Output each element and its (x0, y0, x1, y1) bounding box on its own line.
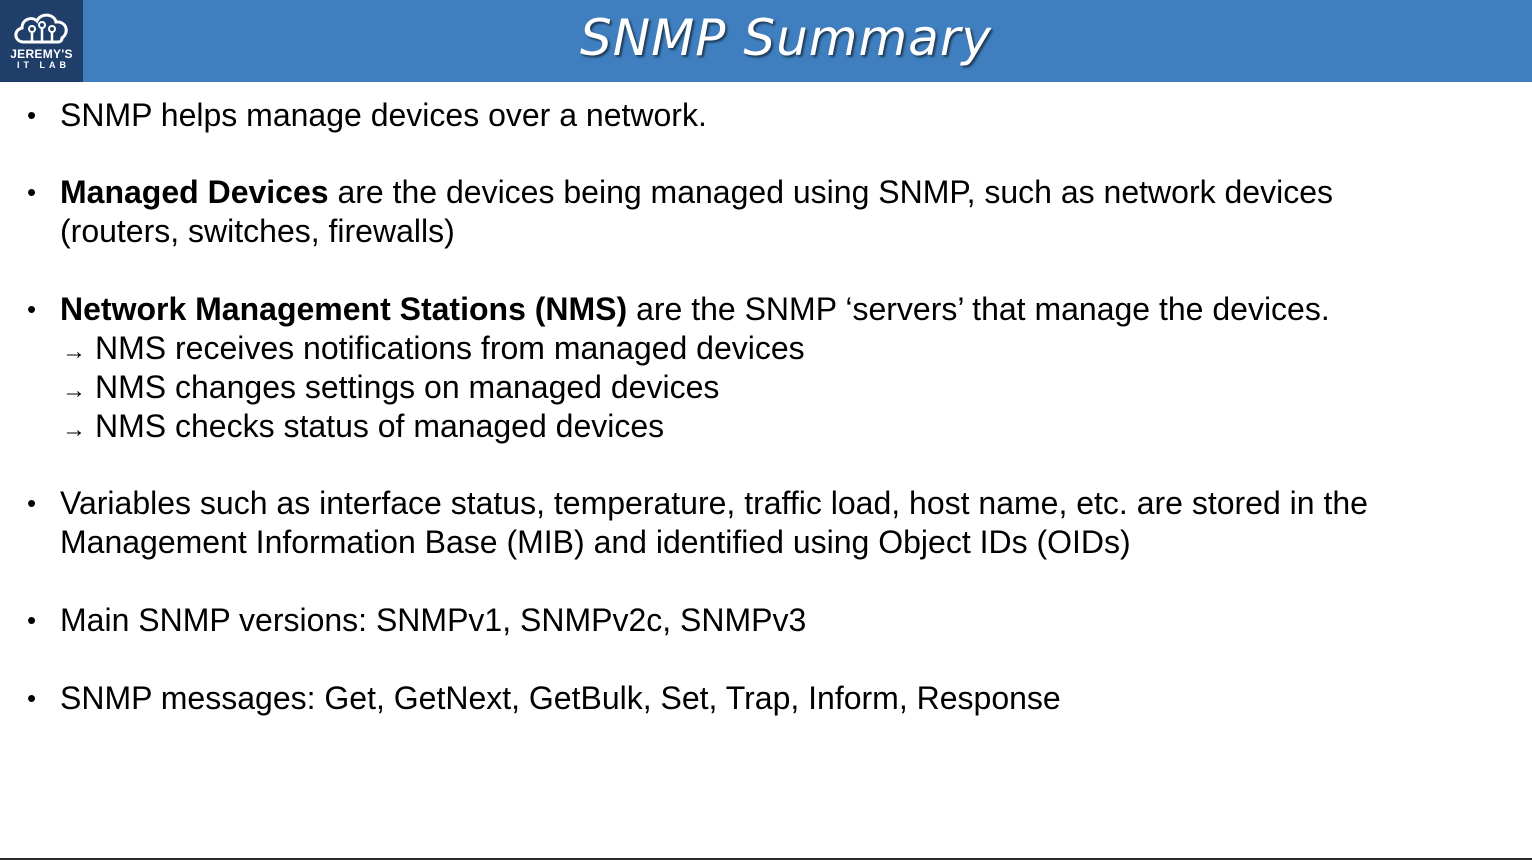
sub-item: → NMS checks status of managed devices (0, 407, 1532, 446)
slide-title: SNMP Summary (580, 9, 992, 67)
bullet-dot: • (27, 605, 37, 635)
bullet-dot: • (27, 683, 37, 713)
bullet-dot: • (27, 294, 37, 324)
sub-item: → NMS changes settings on managed device… (0, 368, 1532, 407)
bullet-text: Main SNMP versions: SNMPv1, SNMPv2c, SNM… (60, 602, 807, 638)
bullet-text: SNMP helps manage devices over a network… (60, 97, 707, 133)
sub-item-text: NMS checks status of managed devices (95, 408, 665, 444)
arrow-icon: → (62, 416, 86, 443)
bullet-item: • SNMP helps manage devices over a netwo… (0, 96, 1532, 135)
bottom-border (0, 858, 1532, 860)
bullet-dot: • (27, 488, 37, 518)
bullet-item: • Network Management Stations (NMS) are … (0, 290, 1532, 446)
bullet-bold-term: Network Management Stations (NMS) (60, 291, 628, 327)
logo: JEREMY'S IT LAB (0, 0, 83, 82)
bullet-bold-term: Managed Devices (60, 174, 329, 210)
bullet-item: • Variables such as interface status, te… (0, 484, 1532, 562)
logo-sub: IT LAB (17, 60, 70, 70)
sub-item-text: NMS receives notifications from managed … (95, 330, 805, 366)
arrow-icon: → (62, 338, 86, 365)
bullet-text-continued: Management Information Base (MIB) and id… (60, 524, 1131, 560)
bullet-item: • Managed Devices are the devices being … (0, 173, 1532, 251)
bullet-dot: • (27, 177, 37, 207)
bullet-text: are the devices being managed using SNMP… (328, 174, 1333, 210)
title-bar: JEREMY'S IT LAB SNMP Summary (0, 0, 1532, 82)
bullet-item: • SNMP messages: Get, GetNext, GetBulk, … (0, 679, 1532, 718)
bullet-text: are the SNMP ‘servers’ that manage the d… (627, 291, 1330, 327)
arrow-icon: → (62, 377, 86, 404)
cloud-circuit-icon (13, 13, 68, 44)
sub-item-text: NMS changes settings on managed devices (95, 369, 720, 405)
bullet-text-continued: (routers, switches, firewalls) (60, 213, 455, 249)
bullet-text: Variables such as interface status, temp… (60, 485, 1368, 521)
bullet-dot: • (27, 100, 37, 130)
logo-name: JEREMY'S (10, 47, 73, 61)
bullet-item: • Main SNMP versions: SNMPv1, SNMPv2c, S… (0, 601, 1532, 640)
bullet-text: SNMP messages: Get, GetNext, GetBulk, Se… (60, 680, 1061, 716)
sub-item: → NMS receives notifications from manage… (0, 329, 1532, 368)
